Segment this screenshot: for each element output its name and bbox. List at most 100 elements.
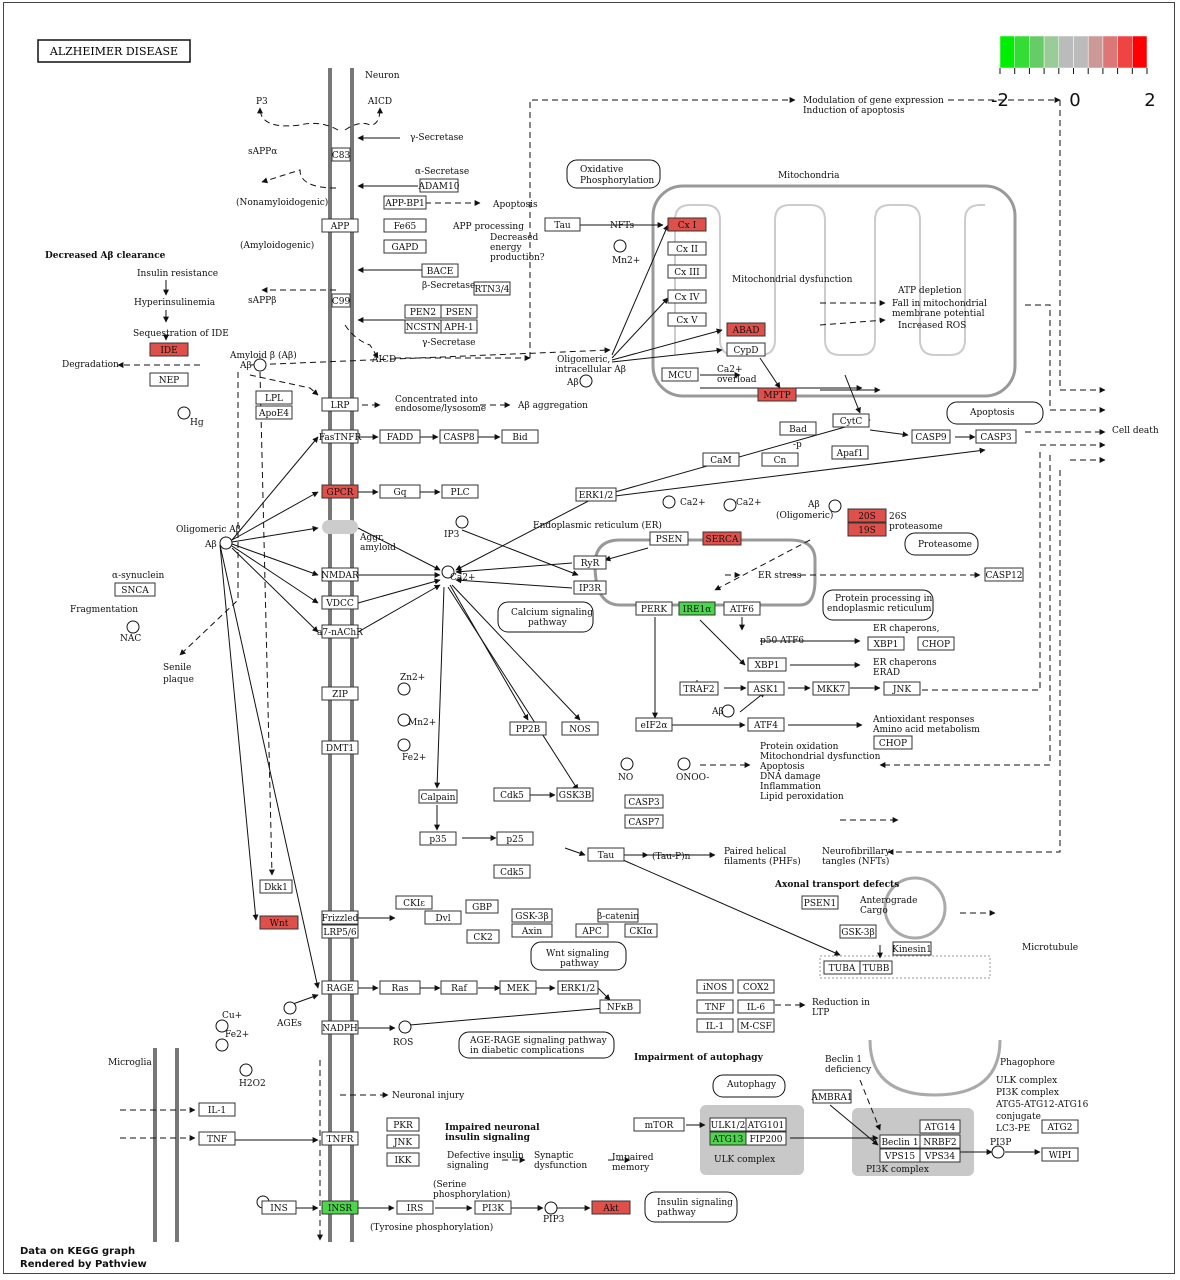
gene-casp7[interactable]: CASP7 [624,814,664,829]
gene-chopb[interactable]: CHOP [873,735,913,750]
gene-fip200[interactable]: FIP200 [745,1131,787,1146]
pathway-link-box[interactable] [530,941,627,971]
gene-kinesin1[interactable]: Kinesin1 [892,941,932,956]
gene-casp12[interactable]: CASP12 [984,567,1024,582]
gene-tau_top[interactable]: Tau [544,217,581,232]
pathway-link-box[interactable] [712,1074,786,1098]
gene-p35[interactable]: p35 [419,831,457,846]
gene-dvl[interactable]: Dvl [424,910,462,925]
gene-serca[interactable]: SERCA [702,531,742,546]
gene-cypd[interactable]: CypD [726,342,766,357]
pathway-link-box[interactable] [458,1031,615,1059]
gene-gbp[interactable]: GBP [465,899,499,914]
gene-ip3r[interactable]: IP3R [573,580,607,595]
gene-casp8[interactable]: CASP8 [439,429,479,444]
gene-fe65[interactable]: Fe65 [383,218,427,233]
gene-mcu[interactable]: MCU [661,367,699,382]
gene-appbp1[interactable]: APP-BP1 [383,195,427,210]
gene-rtn34[interactable]: RTN3/4 [473,281,511,296]
gene-bid[interactable]: Bid [501,429,539,444]
gene-il1b[interactable]: IL-1 [198,1102,236,1117]
gene-cxii[interactable]: Cx II [667,241,707,256]
gene-ulk12[interactable]: ULK1/2 [709,1117,747,1132]
gene-pen2[interactable]: PEN2 [404,304,442,319]
gene-psen_b[interactable]: PSEN [649,531,689,546]
gene-nmdar[interactable]: NMDAR [321,567,359,582]
gene-cxv[interactable]: Cx V [667,312,707,327]
gene-jnka[interactable]: JNK [883,681,921,696]
gene-nfkb[interactable]: NFκB [599,999,641,1014]
gene-casp9[interactable]: CASP9 [911,429,951,444]
gene-tnfa[interactable]: TNF [696,999,734,1014]
pathway-link-box[interactable] [566,159,661,189]
gene-cdk5b[interactable]: Cdk5 [493,864,531,879]
gene-apc[interactable]: APC [575,923,609,938]
gene-calpain[interactable]: Calpain [418,789,458,804]
gene-atg101[interactable]: ATG101 [745,1117,787,1132]
pathway-link-box[interactable] [497,601,594,633]
gene-inos[interactable]: iNOS [696,979,734,994]
gene-psen_a[interactable]: PSEN [440,304,478,319]
gene-ikk[interactable]: IKK [386,1152,420,1167]
gene-a7nachr[interactable]: a7-nAChR [317,624,363,639]
gene-cytc[interactable]: CytC [832,413,870,428]
gene-vdcc[interactable]: VDCC [321,595,359,610]
gene-insr[interactable]: INSR [321,1200,359,1215]
gene-beclin1[interactable]: Beclin 1 [879,1134,921,1149]
gene-psen1[interactable]: PSEN1 [801,895,839,910]
gene-lpl[interactable]: LPL [255,390,293,405]
gene-tubb[interactable]: TUBB [859,960,893,975]
gene-atg14[interactable]: ATG14 [919,1119,961,1134]
gene-cxiv[interactable]: Cx IV [667,289,707,304]
gene-aph1[interactable]: APH-1 [440,319,478,334]
gene-axin[interactable]: Axin [511,923,553,938]
pathway-link-box[interactable] [822,589,934,621]
gene-abad[interactable]: ABAD [726,322,766,337]
gene-chopa[interactable]: CHOP [917,636,955,651]
gene-nadph[interactable]: NADPH [321,1020,359,1035]
gene-apoe4[interactable]: ApoE4 [255,405,293,420]
gene-nep[interactable]: NEP [149,372,189,387]
pathway-link-box[interactable] [946,401,1044,425]
gene-lrp56[interactable]: LRP5/6 [321,924,359,939]
gene-mcsf[interactable]: M-CSF [737,1018,775,1033]
gene-fadd[interactable]: FADD [379,429,421,444]
gene-cxi[interactable]: Cx I [667,217,707,232]
gene-pp2b[interactable]: PP2B [509,721,547,736]
gene-gapd[interactable]: GAPD [383,239,427,254]
gene-gsk3ba[interactable]: GSK3B [556,787,594,802]
gene-bace[interactable]: BACE [421,263,459,278]
gene-adam10[interactable]: ADAM10 [418,178,460,193]
gene-tuba[interactable]: TUBA [823,960,861,975]
gene-nrbf2[interactable]: NRBF2 [919,1134,961,1149]
gene-fastnfr[interactable]: FasTNFR [319,429,362,444]
gene-cam[interactable]: CaM [702,452,740,467]
gene-irs[interactable]: IRS [396,1200,434,1215]
gene-atf6[interactable]: ATF6 [723,601,761,616]
gene-gpcr[interactable]: GPCR [321,484,359,499]
gene-atf4[interactable]: ATF4 [747,717,785,732]
gene-apaf1[interactable]: Apaf1 [831,445,869,460]
gene-lrp[interactable]: LRP [321,397,359,412]
gene-tnfb[interactable]: TNF [198,1131,236,1146]
gene-s20s[interactable]: 20S [847,508,887,523]
gene-ask1[interactable]: ASK1 [747,681,785,696]
gene-ck2[interactable]: CK2 [466,929,500,944]
gene-jnkb[interactable]: JNK [386,1134,420,1149]
gene-il1a[interactable]: IL-1 [696,1018,734,1033]
gene-zip[interactable]: ZIP [321,686,359,701]
gene-ins[interactable]: INS [261,1200,297,1215]
gene-traf2[interactable]: TRAF2 [679,681,719,696]
gene-p25[interactable]: p25 [496,831,534,846]
gene-ryr[interactable]: RyR [573,555,607,570]
gene-bcat[interactable]: β-catenin [597,908,639,923]
pathway-link-box[interactable] [904,532,979,556]
gene-cn[interactable]: Cn [761,452,799,467]
gene-pi3k[interactable]: PI3K [474,1200,512,1215]
gene-atg13[interactable]: ATG13 [709,1131,747,1146]
gene-ckia[interactable]: CKIα [624,923,658,938]
gene-bad[interactable]: Bad [779,421,817,436]
gene-gq[interactable]: Gq [379,484,421,499]
gene-ire1a[interactable]: IRE1α [678,601,716,616]
gene-plc[interactable]: PLC [441,484,479,499]
